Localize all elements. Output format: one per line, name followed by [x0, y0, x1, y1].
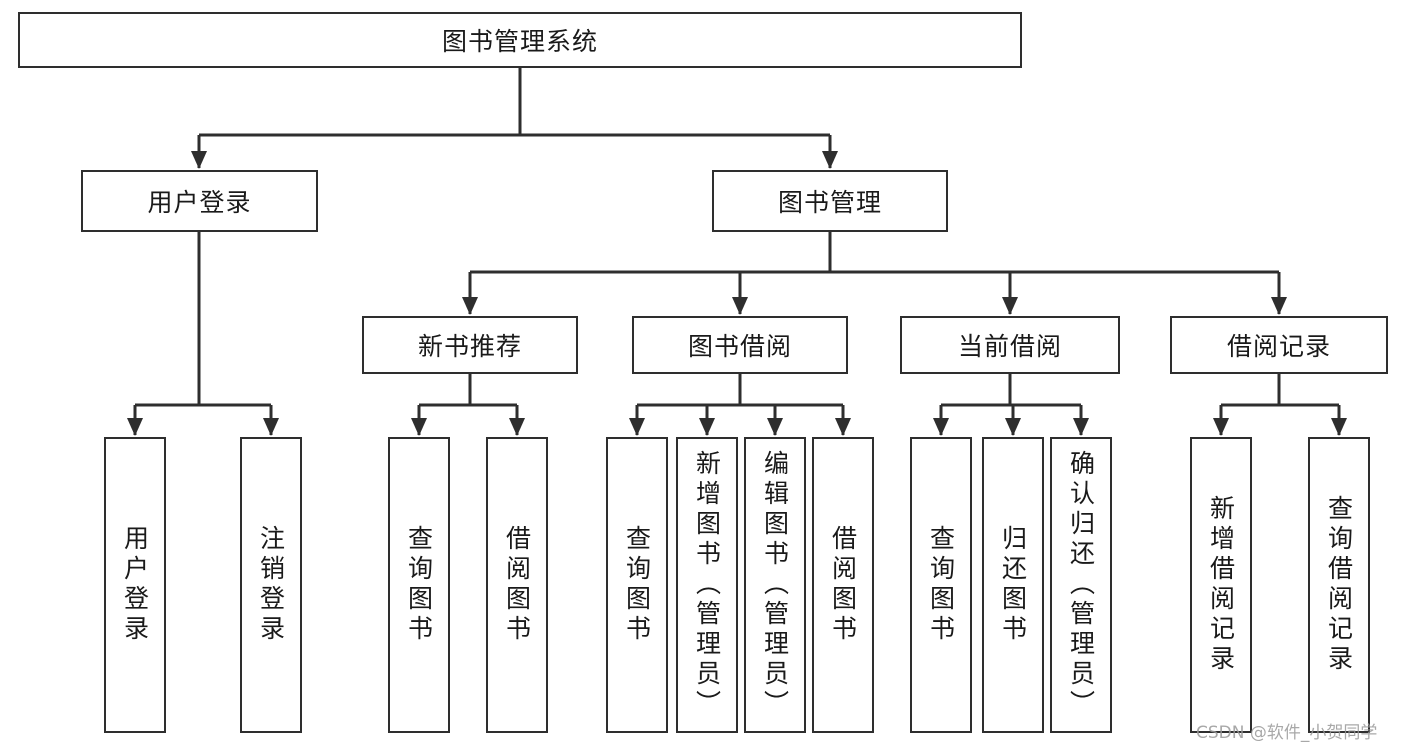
node-root[interactable]: 图书管理系统 [18, 12, 1022, 68]
node-label: 借阅记录 [1226, 332, 1331, 361]
node-label: 注销登录 [256, 525, 286, 645]
node-label: 确认归还（管理员） [1066, 450, 1096, 720]
node-leaf-10[interactable]: 确认归还（管理员） [1050, 437, 1112, 733]
node-label: 新增图书（管理员） [692, 450, 722, 720]
node-leaf-11[interactable]: 新增借阅记录 [1190, 437, 1252, 733]
node-level2-1[interactable]: 图书管理 [712, 170, 948, 232]
node-leaf-12[interactable]: 查询借阅记录 [1308, 437, 1370, 733]
node-leaf-3[interactable]: 借阅图书 [486, 437, 548, 733]
arrow-head-icon [191, 151, 207, 169]
arrow-head-icon [127, 418, 143, 436]
node-level3-3[interactable]: 借阅记录 [1170, 316, 1388, 374]
node-level2-0[interactable]: 用户登录 [81, 170, 318, 232]
node-leaf-1[interactable]: 注销登录 [240, 437, 302, 733]
node-level3-0[interactable]: 新书推荐 [362, 316, 578, 374]
arrow-head-icon [835, 418, 851, 436]
node-label: 查询借阅记录 [1324, 495, 1354, 675]
node-leaf-8[interactable]: 查询图书 [910, 437, 972, 733]
arrow-head-icon [1213, 418, 1229, 436]
node-leaf-5[interactable]: 新增图书（管理员） [676, 437, 738, 733]
node-label: 图书管理 [777, 188, 882, 217]
arrow-head-icon [767, 418, 783, 436]
arrow-head-icon [1271, 297, 1287, 315]
node-label: 编辑图书（管理员） [760, 450, 790, 720]
arrow-head-icon [462, 297, 478, 315]
node-label: 新书推荐 [417, 332, 522, 361]
node-label: 借阅图书 [502, 525, 532, 645]
node-label: 当前借阅 [957, 332, 1062, 361]
node-leaf-2[interactable]: 查询图书 [388, 437, 450, 733]
node-level3-2[interactable]: 当前借阅 [900, 316, 1120, 374]
arrow-head-icon [411, 418, 427, 436]
arrow-head-icon [1073, 418, 1089, 436]
node-level3-1[interactable]: 图书借阅 [632, 316, 848, 374]
node-leaf-4[interactable]: 查询图书 [606, 437, 668, 733]
arrow-head-icon [629, 418, 645, 436]
arrow-head-icon [1331, 418, 1347, 436]
node-label: 查询图书 [404, 525, 434, 645]
node-label: 用户登录 [120, 525, 150, 645]
node-label: 图书管理系统 [441, 27, 598, 56]
node-leaf-6[interactable]: 编辑图书（管理员） [744, 437, 806, 733]
arrow-head-icon [699, 418, 715, 436]
node-label: 借阅图书 [828, 525, 858, 645]
arrow-head-icon [732, 297, 748, 315]
node-leaf-0[interactable]: 用户登录 [104, 437, 166, 733]
node-label: 查询图书 [926, 525, 956, 645]
arrow-head-icon [1002, 297, 1018, 315]
node-label: 用户登录 [147, 188, 252, 217]
node-label: 图书借阅 [687, 332, 792, 361]
arrow-head-icon [822, 151, 838, 169]
node-label: 查询图书 [622, 525, 652, 645]
node-leaf-9[interactable]: 归还图书 [982, 437, 1044, 733]
node-leaf-7[interactable]: 借阅图书 [812, 437, 874, 733]
arrow-head-icon [933, 418, 949, 436]
arrow-head-icon [509, 418, 525, 436]
watermark-text: CSDN @软件_小贺同学 [1196, 723, 1378, 743]
node-label: 归还图书 [998, 525, 1028, 645]
arrow-head-icon [263, 418, 279, 436]
node-label: 新增借阅记录 [1206, 495, 1236, 675]
arrow-head-icon [1005, 418, 1021, 436]
